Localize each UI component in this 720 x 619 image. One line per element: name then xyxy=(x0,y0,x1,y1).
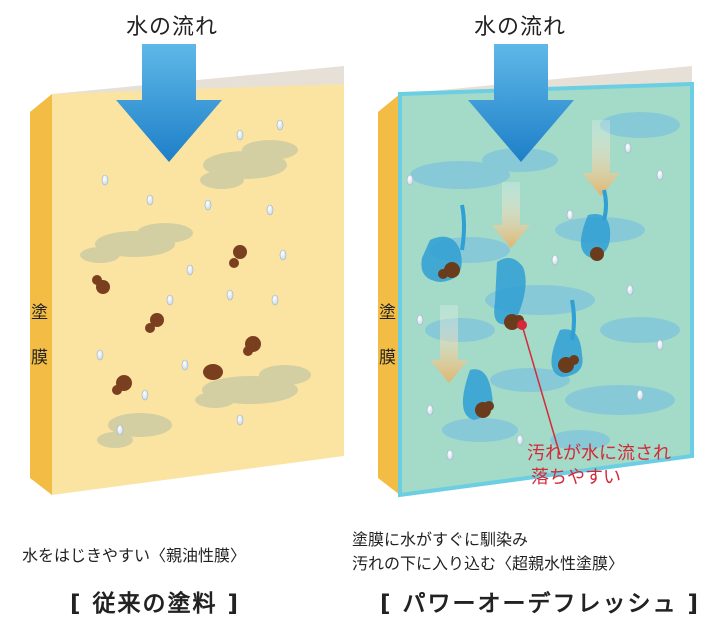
right-film-label-bottom: 膜 xyxy=(379,348,396,368)
right-flow-label: 水の流れ xyxy=(473,15,566,40)
right-flow-arrow xyxy=(468,44,574,162)
right-block-side xyxy=(378,94,400,495)
right-coating-block xyxy=(378,66,694,498)
left-description: 水をはじきやすい〈親油性膜〉 xyxy=(22,546,247,565)
left-flow-label: 水の流れ xyxy=(125,15,218,40)
right-title: [ パワーオーデフレッシュ ] xyxy=(380,591,701,617)
callout-line-1: 汚れが水に流され xyxy=(527,443,671,464)
left-film-label-bottom: 膜 xyxy=(31,348,48,368)
left-water-beads xyxy=(96,119,287,436)
left-dirt-smears xyxy=(80,140,311,448)
left-flow-arrow xyxy=(116,44,222,162)
left-title: [ 従来の塗料 ] xyxy=(70,591,241,617)
left-block-side xyxy=(30,94,52,495)
left-block-face xyxy=(52,84,344,495)
right-description-line-2: 汚れの下に入り込む〈超親水性塗膜〉 xyxy=(352,554,625,573)
left-coating-block xyxy=(30,66,344,495)
right-description-line-1: 塗膜に水がすぐに馴染み xyxy=(352,530,529,549)
right-dirt-droplets xyxy=(421,189,611,420)
right-film-label-top: 塗 xyxy=(379,303,396,323)
right-water-beads xyxy=(406,142,664,461)
left-film-label-top: 塗 xyxy=(31,303,48,323)
right-down-arrows xyxy=(430,120,620,383)
callout-pointer xyxy=(521,324,561,456)
callout-line-2: 落ちやすい xyxy=(531,467,621,488)
left-dirt-particles xyxy=(92,245,261,395)
